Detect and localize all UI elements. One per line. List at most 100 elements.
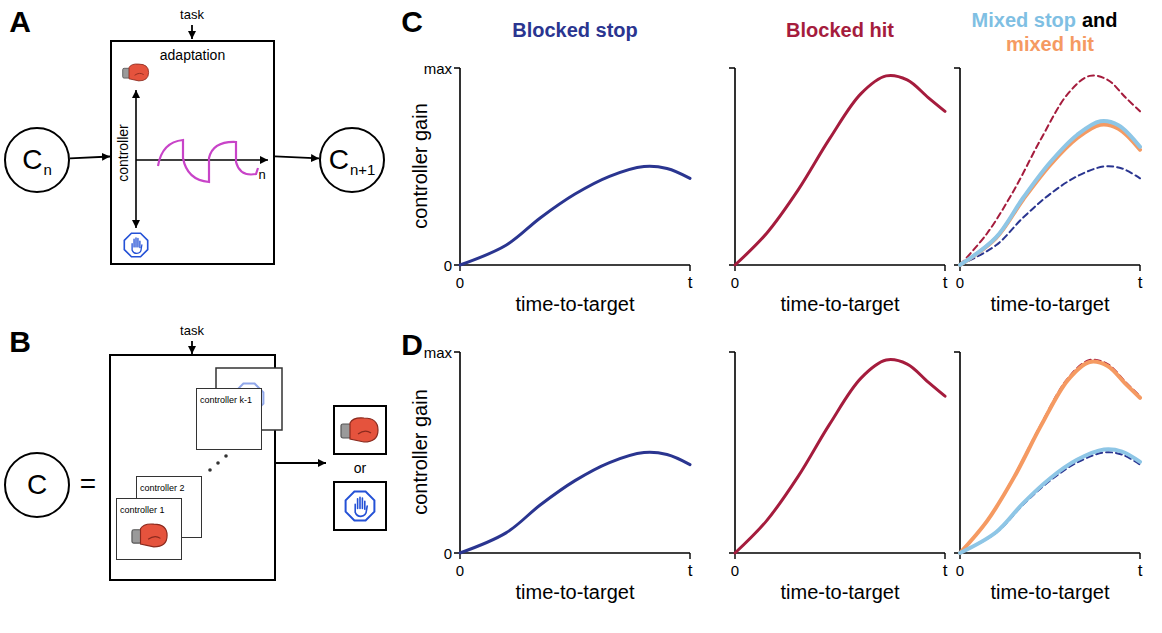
gain-plot <box>729 352 945 559</box>
controller-library-box <box>110 355 275 580</box>
state-symbol: C <box>22 146 42 174</box>
input-label: task <box>180 324 204 337</box>
axes <box>735 352 945 553</box>
tick-label: 0 <box>956 563 964 578</box>
output-box <box>334 482 386 530</box>
state-symbol: C <box>329 146 349 174</box>
tick-label: max <box>424 61 452 76</box>
tick-label: 0 <box>956 275 964 290</box>
tick-marks <box>954 352 1140 559</box>
controller-state-circle: Cn <box>4 127 70 193</box>
column-title: Mixed stop <box>972 10 1076 30</box>
trial-axis <box>136 159 268 161</box>
tick-label: 0 <box>731 563 739 578</box>
stop-icon <box>346 492 375 521</box>
panel-letter: B <box>9 327 31 357</box>
axis-label: time-to-target <box>516 294 635 314</box>
axis-label: time-to-target <box>991 582 1110 602</box>
gain-curve <box>960 166 1140 265</box>
punch-icon <box>132 524 167 547</box>
controller-card: controller k-1 <box>196 388 262 450</box>
gain-plot <box>954 68 1140 271</box>
column-title: and <box>1082 10 1118 30</box>
output-arrow <box>275 462 326 464</box>
gain-curve <box>960 449 1140 553</box>
box-title: adaptation <box>160 48 225 62</box>
axis-label: time-to-target <box>781 294 900 314</box>
tick-label: 0 <box>444 546 452 561</box>
panel-letter: A <box>9 7 31 37</box>
tick-label: t <box>688 562 693 579</box>
gain-curve <box>460 452 690 553</box>
gain-plot <box>954 352 1140 559</box>
punch-icon <box>341 418 378 442</box>
axis-label: time-to-target <box>516 582 635 602</box>
gain-curve <box>960 121 1140 265</box>
tick-label: 0 <box>731 275 739 290</box>
gain-curve <box>735 360 945 553</box>
gain-curve <box>960 360 1140 553</box>
controller-axis <box>135 90 137 228</box>
axis-label: time-to-target <box>781 582 900 602</box>
tick-marks <box>454 352 690 559</box>
adaptation-box: adaptation controller <box>110 40 275 265</box>
controller-state-circle: Cn+1 <box>319 127 385 193</box>
or-label: or <box>354 461 366 475</box>
tick-marks <box>454 68 690 271</box>
axes <box>960 68 1140 265</box>
flow-arrow <box>70 156 110 158</box>
tick-label: max <box>424 345 452 360</box>
tick-label: t <box>688 274 693 291</box>
controller-circle: C <box>4 452 70 518</box>
axis-label: controller gain <box>410 389 430 515</box>
gain-curve <box>960 362 1140 553</box>
equals-sign: = <box>80 470 96 498</box>
tick-label: 0 <box>444 258 452 273</box>
ellipsis-dot <box>224 454 228 458</box>
input-label: task <box>180 8 204 21</box>
stop-icon <box>124 233 147 256</box>
card-label: controller 1 <box>117 504 168 517</box>
tick-marks <box>729 68 945 271</box>
gain-plot <box>729 68 945 271</box>
tick-marks <box>954 68 1140 271</box>
gain-plots <box>454 68 1140 559</box>
axes <box>460 352 690 553</box>
state-subscript: n+1 <box>350 162 375 177</box>
tick-label: 0 <box>456 275 464 290</box>
panel-letter: C <box>401 7 423 37</box>
axis-label: controller gain <box>410 103 430 229</box>
card-label: controller k-1 <box>197 394 255 407</box>
tick-label: t <box>943 562 948 579</box>
axis-label: controller <box>116 124 130 182</box>
gain-plot <box>454 352 690 559</box>
column-title: Blocked stop <box>512 20 638 40</box>
tick-label: 0 <box>456 563 464 578</box>
column-title: Blocked hit <box>786 20 894 40</box>
output-box <box>334 406 386 454</box>
ellipsis-dot <box>216 461 220 465</box>
axes <box>460 68 690 265</box>
tick-label: t <box>943 274 948 291</box>
axis-label: time-to-target <box>991 294 1110 314</box>
adaptation-trace <box>158 140 258 182</box>
flow-arrow <box>275 156 319 158</box>
controller-card: controller 1 <box>116 498 182 560</box>
ellipsis-dot <box>208 468 212 472</box>
task-arrow <box>191 25 193 39</box>
tick-label: t <box>1138 274 1143 291</box>
gain-curve <box>735 75 945 265</box>
punch-icon <box>123 64 149 81</box>
card-label: controller 2 <box>137 482 188 495</box>
gain-curve <box>960 75 1140 265</box>
column-title: mixed hit <box>1006 34 1094 54</box>
gain-plot <box>454 68 690 271</box>
axes <box>960 352 1140 553</box>
task-arrow <box>191 341 193 354</box>
tick-marks <box>729 352 945 559</box>
axis-label: n <box>258 168 265 181</box>
tick-label: t <box>1138 562 1143 579</box>
state-symbol: C <box>27 471 47 499</box>
axes <box>735 68 945 265</box>
